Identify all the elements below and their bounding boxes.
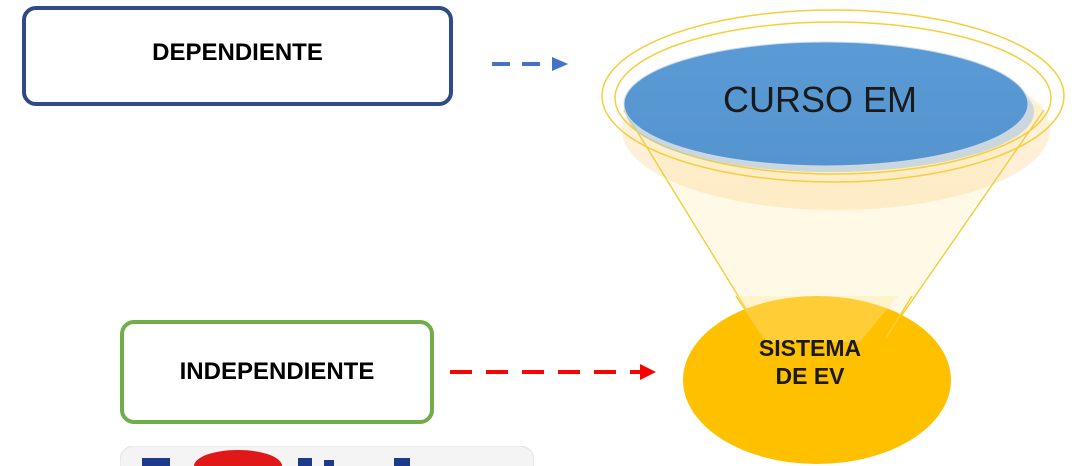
sistema-label-line2: DE EV — [775, 363, 845, 389]
funnel-inner-ring — [614, 21, 1052, 175]
independiente-box: INDEPENDIENTE — [120, 320, 434, 424]
sistema-label-line1: SISTEMA — [758, 335, 862, 361]
sistema-label: SISTEMA DE EV — [720, 334, 900, 390]
independiente-arrow — [450, 364, 656, 380]
partial-logo-image — [120, 446, 534, 466]
dependiente-label: DEPENDIENTE — [152, 39, 323, 66]
curso-label: CURSO EM — [722, 79, 917, 120]
funnel-right-edge-inner — [885, 295, 913, 339]
funnel-outer-ring — [601, 9, 1065, 183]
independiente-label: INDEPENDIENTE — [179, 358, 375, 385]
dependiente-arrow — [492, 57, 568, 71]
sistema-ellipse — [683, 296, 951, 464]
funnel-left-edge-inner — [735, 295, 765, 339]
dependiente-box: DEPENDIENTE — [22, 6, 453, 106]
curso-ellipse — [623, 41, 1029, 167]
funnel-cone-overlap — [736, 296, 898, 342]
